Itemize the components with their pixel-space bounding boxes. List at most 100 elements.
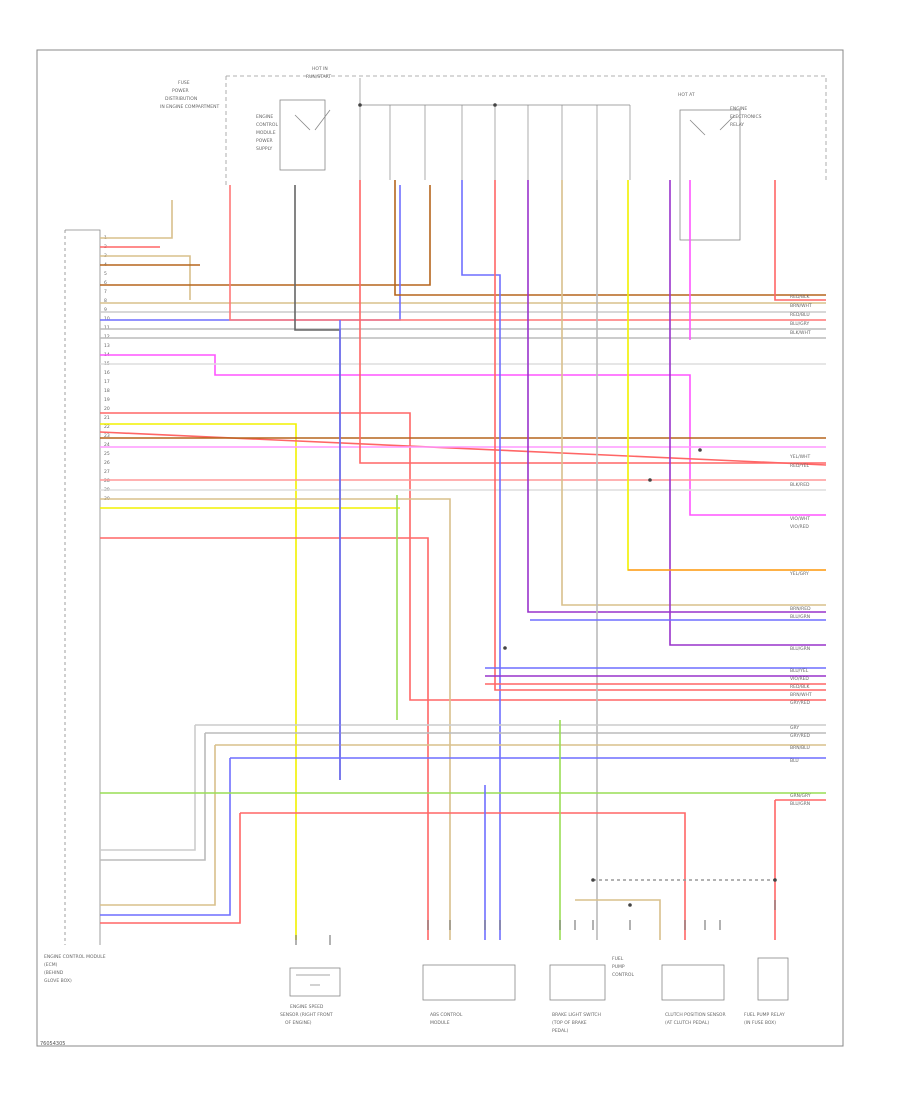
svg-text:DISTRIBUTION: DISTRIBUTION bbox=[165, 96, 197, 102]
bottom-component-5-label: FUEL PUMP RELAY (IN FUSE BOX) bbox=[744, 1012, 785, 1026]
svg-text:(BEHIND: (BEHIND bbox=[44, 970, 64, 976]
bottom-component-5 bbox=[757, 957, 789, 1001]
svg-text:13: 13 bbox=[104, 343, 110, 349]
svg-text:RUN/START: RUN/START bbox=[306, 74, 331, 80]
bottom-component-1 bbox=[289, 967, 341, 997]
svg-text:BRN/WHT: BRN/WHT bbox=[790, 303, 812, 309]
svg-text:27: 27 bbox=[104, 469, 110, 475]
svg-text:ENGINE SPEED: ENGINE SPEED bbox=[290, 1004, 324, 1010]
wire-brown-2 bbox=[100, 185, 431, 286]
fuse-wires bbox=[229, 180, 826, 940]
svg-text:GRY: GRY bbox=[790, 725, 799, 731]
wire-tan-1 bbox=[100, 200, 173, 239]
svg-text:21: 21 bbox=[104, 415, 110, 421]
ecm-wires bbox=[99, 185, 827, 940]
svg-text:BLK/WHT: BLK/WHT bbox=[790, 330, 811, 336]
wire-red-v4 bbox=[774, 180, 826, 301]
svg-text:YEL/GRY: YEL/GRY bbox=[789, 571, 809, 577]
svg-text:BLU: BLU bbox=[790, 758, 799, 764]
svg-text:MODULE: MODULE bbox=[430, 1020, 450, 1026]
svg-text:IN ENGINE COMPARTMENT: IN ENGINE COMPARTMENT bbox=[160, 104, 219, 110]
svg-text:GRY/RED: GRY/RED bbox=[790, 700, 811, 706]
svg-text:28: 28 bbox=[104, 478, 110, 484]
svg-text:BLU/GRN: BLU/GRN bbox=[790, 646, 810, 652]
wire-red-3 bbox=[99, 431, 827, 466]
svg-text:25: 25 bbox=[104, 451, 110, 457]
svg-text:19: 19 bbox=[104, 397, 110, 403]
svg-text:BRN/RED: BRN/RED bbox=[790, 606, 811, 612]
fuse-box-outline bbox=[225, 75, 827, 185]
page-frame bbox=[36, 49, 844, 1047]
svg-text:FUEL: FUEL bbox=[612, 956, 624, 962]
svg-text:MODULE: MODULE bbox=[256, 130, 276, 136]
wire-red-2 bbox=[100, 412, 826, 701]
svg-text:6: 6 bbox=[104, 280, 107, 286]
svg-text:YEL/WHT: YEL/WHT bbox=[789, 454, 810, 460]
wire-red-8 bbox=[774, 799, 826, 940]
svg-text:POWER: POWER bbox=[172, 88, 189, 94]
wire-red-v3 bbox=[494, 180, 826, 691]
wire-tan-6 bbox=[575, 899, 661, 940]
svg-text:GLOVE BOX): GLOVE BOX) bbox=[44, 978, 72, 984]
svg-text:8: 8 bbox=[104, 298, 107, 304]
svg-text:RED/YEL: RED/YEL bbox=[790, 463, 810, 469]
wire-magenta-1 bbox=[100, 354, 826, 516]
svg-text:9: 9 bbox=[104, 307, 107, 313]
svg-text:(ECM): (ECM) bbox=[44, 962, 58, 968]
svg-text:(IN FUSE BOX): (IN FUSE BOX) bbox=[744, 1020, 776, 1026]
svg-text:5: 5 bbox=[104, 271, 107, 277]
svg-text:RED/BLK: RED/BLK bbox=[790, 684, 811, 690]
svg-text:RED/BLU: RED/BLU bbox=[790, 312, 810, 318]
svg-text:ABS CONTROL: ABS CONTROL bbox=[430, 1012, 463, 1018]
svg-text:BRAKE LIGHT SWITCH: BRAKE LIGHT SWITCH bbox=[552, 1012, 601, 1018]
svg-text:BRN/WHT: BRN/WHT bbox=[790, 692, 812, 698]
wire-red-5 bbox=[100, 537, 429, 940]
lower-wires bbox=[100, 320, 826, 940]
svg-text:26: 26 bbox=[104, 460, 110, 466]
svg-text:POWER: POWER bbox=[256, 138, 273, 144]
svg-text:HOT IN: HOT IN bbox=[312, 66, 328, 72]
svg-text:(TOP OF BRAKE: (TOP OF BRAKE bbox=[552, 1020, 587, 1026]
relay-left bbox=[279, 99, 331, 171]
wire-red-7 bbox=[100, 812, 686, 940]
bottom-component-3-label: BRAKE LIGHT SWITCH (TOP OF BRAKE PEDAL) bbox=[552, 1012, 601, 1034]
svg-text:SENSOR (RIGHT FRONT: SENSOR (RIGHT FRONT bbox=[280, 1012, 333, 1018]
svg-text:CLUTCH POSITION SENSOR: CLUTCH POSITION SENSOR bbox=[665, 1012, 726, 1018]
wire-grey-6 bbox=[100, 724, 826, 851]
svg-text:ENGINE CONTROL MODULE: ENGINE CONTROL MODULE bbox=[44, 954, 106, 960]
bottom-component-2-label: ABS CONTROL MODULE bbox=[430, 1012, 463, 1026]
wire-blue-1 bbox=[100, 185, 401, 321]
svg-text:SUPPLY: SUPPLY bbox=[256, 146, 272, 152]
relay-right bbox=[679, 109, 741, 241]
ecm-label: ENGINE CONTROL MODULE (ECM) (BEHIND GLOV… bbox=[44, 954, 106, 984]
junction-dots bbox=[358, 103, 777, 907]
svg-text:12: 12 bbox=[104, 334, 110, 340]
wire-blue-4 bbox=[100, 757, 826, 916]
wire-brown-v1 bbox=[394, 180, 826, 296]
svg-text:HOT AT: HOT AT bbox=[678, 92, 695, 98]
svg-text:23: 23 bbox=[104, 433, 110, 439]
svg-text:11: 11 bbox=[104, 325, 110, 331]
svg-text:OF ENGINE): OF ENGINE) bbox=[285, 1020, 312, 1026]
bottom-pin-ticks bbox=[295, 900, 776, 945]
wire-tan-v1 bbox=[561, 180, 826, 606]
svg-text:ENGINE: ENGINE bbox=[256, 114, 273, 120]
svg-text:BLU/GRN: BLU/GRN bbox=[790, 614, 810, 620]
right-labels: RED/BLK BRN/WHT RED/BLU BLU/GRY BLK/WHT … bbox=[789, 294, 812, 807]
wire-black-v1 bbox=[294, 185, 341, 780]
svg-text:(AT CLUTCH PEDAL): (AT CLUTCH PEDAL) bbox=[665, 1020, 709, 1026]
svg-text:GRN/GRY: GRN/GRY bbox=[790, 793, 811, 799]
fuse-row bbox=[359, 78, 631, 180]
wire-violet-v1 bbox=[527, 180, 826, 613]
svg-text:PUMP: PUMP bbox=[612, 964, 625, 970]
page-code: 76054305 bbox=[40, 1041, 66, 1047]
fuse-labels: FUSE POWER DISTRIBUTION IN ENGINE COMPAR… bbox=[160, 66, 762, 152]
bottom-component-4 bbox=[661, 964, 725, 1001]
wire-yellow-1 bbox=[100, 423, 297, 940]
svg-text:20: 20 bbox=[104, 406, 110, 412]
svg-text:BLK/RED: BLK/RED bbox=[790, 482, 810, 488]
svg-text:CONTROL: CONTROL bbox=[612, 972, 634, 978]
svg-text:ELECTRONICS: ELECTRONICS bbox=[730, 114, 762, 120]
